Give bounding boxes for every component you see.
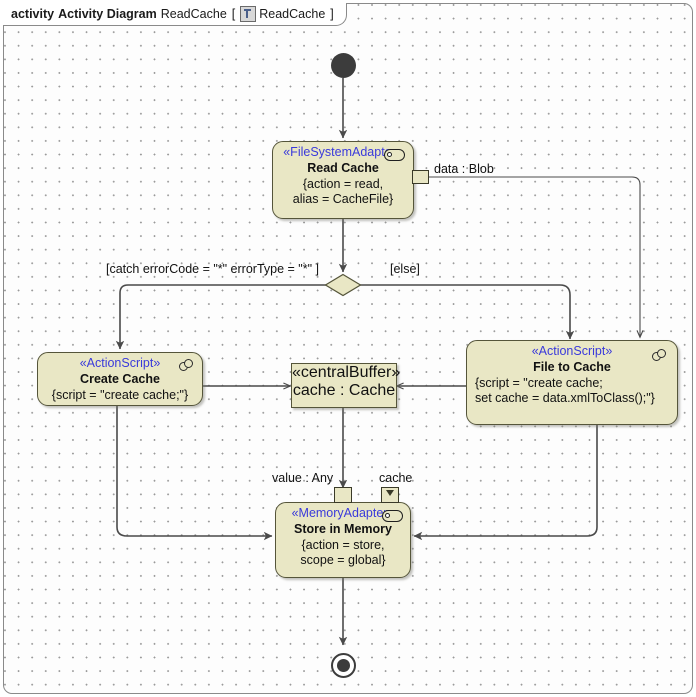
stereotype-label: «ActionScript» (531, 344, 613, 358)
edge-file-to-cache-to-store-in-memory (413, 425, 598, 541)
frame-diagram-kind: Activity Diagram (58, 7, 157, 21)
action-node-create-cache[interactable]: «ActionScript» Create Cache {script = "c… (37, 352, 203, 406)
guard-label-else: [else] (390, 262, 420, 276)
input-pin-cache[interactable] (381, 487, 399, 503)
node-body: {action = store, scope = global} (300, 538, 386, 567)
action-node-store-in-memory[interactable]: «MemoryAdapter» Store in Memory {action … (275, 502, 411, 578)
central-buffer-node[interactable]: «centralBuffer» cache : Cache (291, 363, 401, 408)
frame-diagram-name: ReadCache (160, 7, 227, 21)
node-name: cache : Cache (292, 382, 396, 399)
script-gears-icon (652, 349, 668, 363)
node-name: File to Cache (533, 360, 611, 374)
node-body: {script = "create cache;"} (51, 388, 189, 402)
stereotype-label: «MemoryAdapter» (291, 506, 395, 520)
script-gears-icon (179, 359, 195, 373)
frame-keyword: activity (11, 7, 55, 21)
initial-node[interactable] (331, 53, 356, 78)
frame-bracket-close: ] (330, 7, 334, 21)
node-body: {script = "create cache; set cache = dat… (475, 376, 655, 405)
action-node-read-cache[interactable]: «FileSystemAdapter» Read Cache {action =… (272, 141, 414, 219)
output-pin-data-blob[interactable] (412, 170, 429, 184)
frame-context-name: ReadCache (259, 7, 326, 21)
edge-data-blob-to-file-to-cache (428, 176, 640, 337)
guard-label-catch: [catch errorCode = "*" errorType = "*" ] (106, 262, 319, 276)
decision-node[interactable] (324, 273, 362, 297)
input-pin-value-any[interactable] (334, 487, 352, 503)
stereotype-label: «ActionScript» (79, 356, 161, 370)
diagram-frame-header[interactable]: activity Activity Diagram ReadCache [ Re… (3, 3, 347, 26)
pin-label-value-any: value : Any (272, 471, 334, 485)
activity-final-node-core (337, 659, 350, 672)
edge-decision-else-to-file-to-cache (360, 284, 575, 340)
pin-label-data-blob: data : Blob (434, 162, 494, 176)
node-name: Store in Memory (294, 522, 392, 536)
action-node-file-to-cache[interactable]: «ActionScript» File to Cache {script = "… (466, 340, 678, 425)
activity-diagram-icon (240, 6, 257, 22)
node-name: Read Cache (307, 161, 379, 175)
pin-label-cache: cache (379, 471, 413, 485)
stereotype-label: «centralBuffer» (292, 364, 401, 381)
edge-decision-catch-to-create-cache (115, 284, 326, 350)
adapter-pill-icon (382, 510, 403, 522)
stereotype-label: «FileSystemAdapter» (283, 145, 403, 159)
adapter-pill-icon (384, 149, 405, 161)
edge-create-cache-to-store-in-memory (116, 406, 273, 541)
node-body: {action = read, alias = CacheFile} (292, 177, 394, 206)
frame-bracket-open: [ (231, 7, 236, 21)
node-name: Create Cache (80, 372, 160, 386)
